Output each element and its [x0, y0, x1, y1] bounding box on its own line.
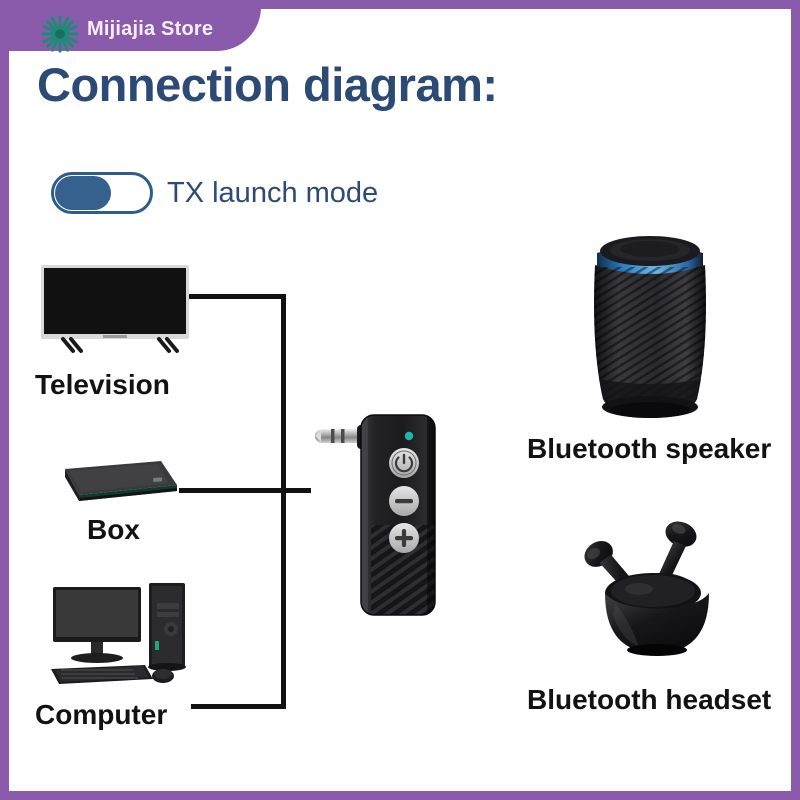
- label-computer: Computer: [35, 699, 168, 730]
- bluetooth-speaker-icon: [594, 236, 706, 418]
- volume-down-button: [389, 486, 419, 516]
- connector-line-box: [179, 488, 311, 493]
- tx-mode-toggle-knob[interactable]: [55, 176, 111, 210]
- connector-bus-line: [281, 294, 286, 709]
- tx-mode-toggle-label: TX launch mode: [167, 177, 379, 209]
- store-name-label: Mijiajia Store: [87, 18, 214, 40]
- label-bluetooth-speaker: Bluetooth speaker: [527, 433, 772, 464]
- power-button: [389, 448, 419, 478]
- page-title: Connection diagram:: [37, 58, 498, 111]
- tx-mode-toggle[interactable]: [51, 172, 153, 214]
- bluetooth-earbuds-icon: [584, 521, 709, 656]
- bluetooth-audio-transmitter-icon: [315, 414, 436, 616]
- label-box: Box: [87, 514, 140, 545]
- connector-line-television: [187, 294, 286, 299]
- status-led-icon: [404, 431, 414, 441]
- set-top-box-icon: [65, 461, 177, 501]
- label-bluetooth-headset: Bluetooth headset: [527, 684, 772, 715]
- desktop-computer-icon: [51, 583, 186, 684]
- volume-up-button: [389, 523, 419, 553]
- television-icon: [41, 265, 189, 353]
- label-television: Television: [35, 369, 170, 400]
- connector-line-computer: [191, 704, 286, 709]
- starburst-icon: [41, 15, 79, 53]
- aux-jack: [315, 429, 367, 443]
